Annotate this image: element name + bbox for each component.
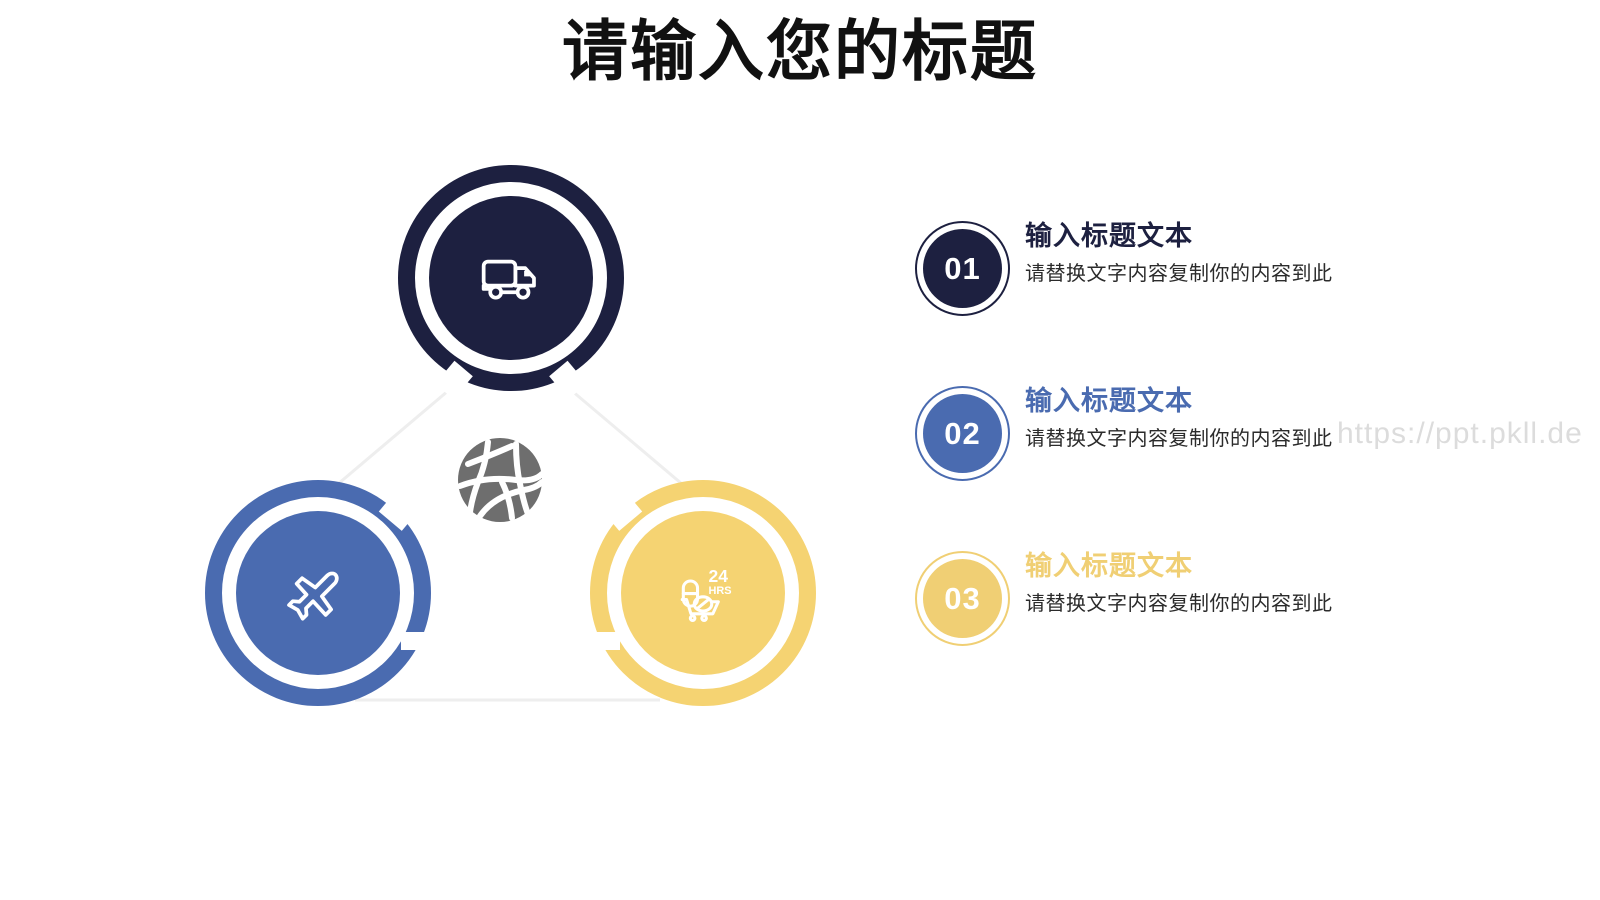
ring-notch-left <box>586 632 620 650</box>
triangle-diagram: 24 HRS <box>150 140 870 740</box>
diagram-node-airplane[interactable] <box>205 480 435 706</box>
diagram-node-pharmacy[interactable]: 24 HRS <box>586 480 816 706</box>
legend-text-02: 输入标题文本 请替换文字内容复制你的内容到此 <box>1025 383 1525 453</box>
svg-text:HRS: HRS <box>708 585 731 597</box>
watermark-url: https://ppt.pkll.de <box>1337 417 1583 450</box>
badge-outer-ring <box>915 386 1010 481</box>
badge-number: 03 <box>923 559 1002 638</box>
delivery-truck-icon <box>476 243 546 313</box>
airplane-icon <box>283 558 353 628</box>
legend-description: 请替换文字内容复制你的内容到此 <box>1025 593 1333 616</box>
legend-text-03: 输入标题文本 请替换文字内容复制你的内容到此 <box>1025 548 1525 618</box>
badge-number: 01 <box>923 229 1002 308</box>
ring-notch-right <box>401 632 435 650</box>
legend-item-03[interactable]: 03 输入标题文本 请替换文字内容复制你的内容到此 <box>915 548 1535 658</box>
badge-outer-ring <box>915 551 1010 646</box>
legend-list: 01 输入标题文本 请替换文字内容复制你的内容到此 02 输入标题文本 请替换文… <box>915 218 1535 713</box>
badge-number: 02 <box>923 394 1002 473</box>
legend-item-02[interactable]: 02 输入标题文本 请替换文字内容复制你的内容到此 <box>915 383 1535 493</box>
diagram-node-truck[interactable] <box>398 165 624 400</box>
pharmacy-cart-24hrs-icon: 24 HRS <box>668 558 738 628</box>
node-inner-disc <box>236 511 400 675</box>
legend-title: 输入标题文本 <box>1025 221 1193 251</box>
legend-title: 输入标题文本 <box>1025 551 1193 581</box>
legend-text-01: 输入标题文本 请替换文字内容复制你的内容到此 <box>1025 218 1525 288</box>
legend-description: 请替换文字内容复制你的内容到此 <box>1025 428 1333 451</box>
legend-description: 请替换文字内容复制你的内容到此 <box>1025 263 1333 286</box>
page-title: 请输入您的标题 <box>562 14 1038 88</box>
badge-outer-ring <box>915 221 1010 316</box>
legend-title: 输入标题文本 <box>1025 386 1193 416</box>
globe-icon <box>450 430 550 530</box>
legend-item-01[interactable]: 01 输入标题文本 请替换文字内容复制你的内容到此 <box>915 218 1535 328</box>
svg-text:24: 24 <box>708 566 728 586</box>
node-inner-disc: 24 HRS <box>621 511 785 675</box>
badge-03: 03 <box>915 551 1010 646</box>
badge-01: 01 <box>915 221 1010 316</box>
node-inner-disc <box>429 196 593 360</box>
badge-02: 02 <box>915 386 1010 481</box>
connector-lines <box>324 383 696 702</box>
